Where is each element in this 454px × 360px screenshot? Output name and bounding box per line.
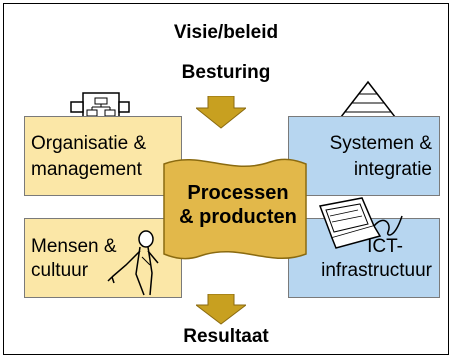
organisatie-line1: Organisatie & <box>31 133 147 154</box>
diagram-frame: Visie/beleid Besturing Organisatie & man… <box>3 3 449 355</box>
computer-terminal-icon <box>318 197 403 249</box>
visie-beleid-label: Visie/beleid <box>173 22 279 43</box>
systemen-integratie-box: Systemen & integratie <box>288 116 440 196</box>
arrow-down-bottom-icon <box>196 294 246 325</box>
center-line1: Processen <box>187 182 289 204</box>
mensen-line2: cultuur <box>31 260 89 281</box>
mensen-cultuur-box: Mensen & cultuur <box>24 218 182 298</box>
arrow-down-top-icon <box>196 96 246 129</box>
ict-line2: infrastructuur <box>321 260 432 281</box>
person-icon <box>107 230 159 296</box>
processen-producten-shape <box>163 158 307 260</box>
systemen-line2: integratie <box>353 159 432 180</box>
center-line2: & producten <box>179 206 297 228</box>
resultaat-label: Resultaat <box>183 326 269 347</box>
systemen-line1: Systemen & <box>329 133 432 154</box>
ict-line1: ICT- <box>367 236 403 257</box>
organisatie-management-box: Organisatie & management <box>24 116 182 196</box>
besturing-label: Besturing <box>181 62 271 83</box>
organisatie-line2: management <box>31 159 142 180</box>
mensen-line1: Mensen & <box>31 236 117 257</box>
